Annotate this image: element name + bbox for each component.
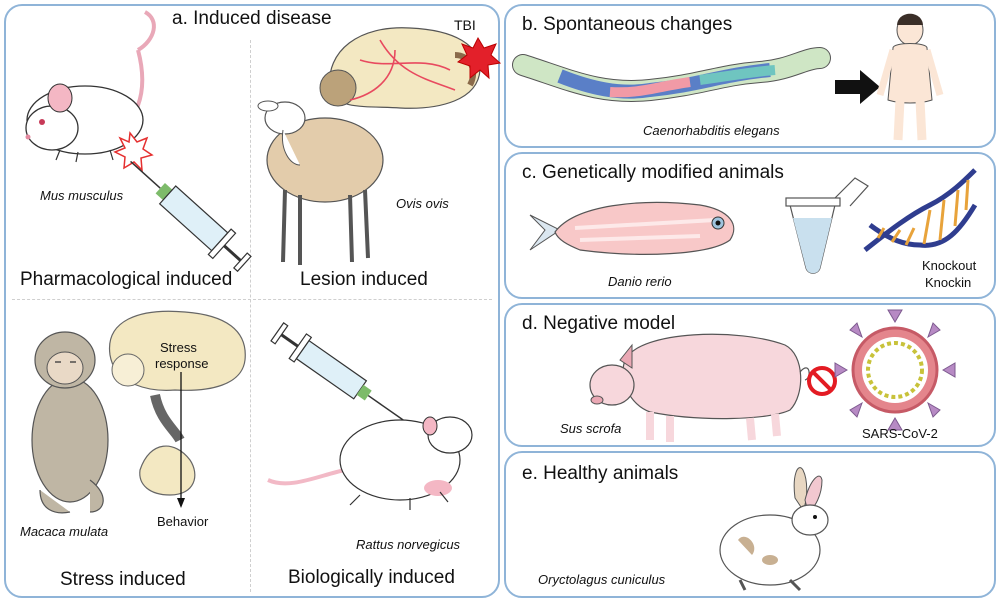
injection-star [113, 131, 154, 172]
virus-illustration [834, 309, 956, 431]
sars-cov-2-label: SARS-CoV-2 [862, 426, 938, 441]
behavior-label: Behavior [157, 514, 209, 529]
progression-arrow [835, 70, 880, 104]
stress-caption: Stress induced [60, 569, 186, 590]
monkey-illustration [31, 331, 109, 514]
sheep-brain-illustration [319, 27, 481, 109]
rat-syringe-illustration [270, 322, 409, 425]
pig-species-label: Sus scrofa [560, 421, 622, 436]
dna-helix-illustration [863, 168, 978, 252]
rabbit-illustration [719, 467, 829, 592]
panel-e-title: e. Healthy animals [522, 463, 679, 484]
lesion-caption: Lesion induced [300, 269, 428, 290]
rabbit-species-label: Oryctolagus cuniculus [538, 572, 666, 587]
zebrafish-species-label: Danio rerio [608, 274, 672, 289]
sheep-species-label: Ovis ovis [396, 196, 449, 211]
tbi-burst-icon [456, 36, 502, 80]
sheep-illustration [257, 100, 384, 265]
rat-illustration [267, 416, 473, 510]
prohibited-icon [807, 366, 837, 396]
panel-d-title: d. Negative model [522, 313, 676, 334]
rat-species-label: Rattus norvegicus [356, 537, 461, 552]
pharmacological-caption: Pharmacological induced [20, 269, 233, 290]
worm-illustration [512, 47, 831, 102]
knockin-label: Knockin [925, 275, 972, 290]
panel-a-title: a. Induced disease [172, 8, 332, 29]
panel-a-divider-vertical [250, 40, 251, 592]
knockout-label: Knockout [922, 258, 977, 273]
panel-b-title: b. Spontaneous changes [522, 14, 733, 35]
microtube-illustration [785, 177, 869, 274]
monkey-species-label: Macaca mulata [20, 524, 109, 539]
stress-response-label-line-1: Stress [160, 340, 197, 355]
stress-behavior-arrowhead [177, 498, 185, 508]
panel-a-divider-horizontal [12, 299, 492, 300]
zebrafish-illustration [529, 201, 735, 255]
mouse-species-label: Mus musculus [40, 188, 124, 203]
stress-response-label-line-2: response [155, 356, 209, 371]
mouse-illustration [25, 10, 156, 163]
child-illustration [876, 13, 944, 141]
tbi-label: TBI [454, 17, 476, 33]
panel-c-title: c. Genetically modified animals [522, 162, 784, 183]
worm-species-label: Caenorhabditis elegans [643, 123, 780, 138]
syringe-illustration [130, 160, 252, 273]
biological-caption: Biologically induced [288, 567, 455, 588]
pig-illustration [589, 333, 810, 442]
